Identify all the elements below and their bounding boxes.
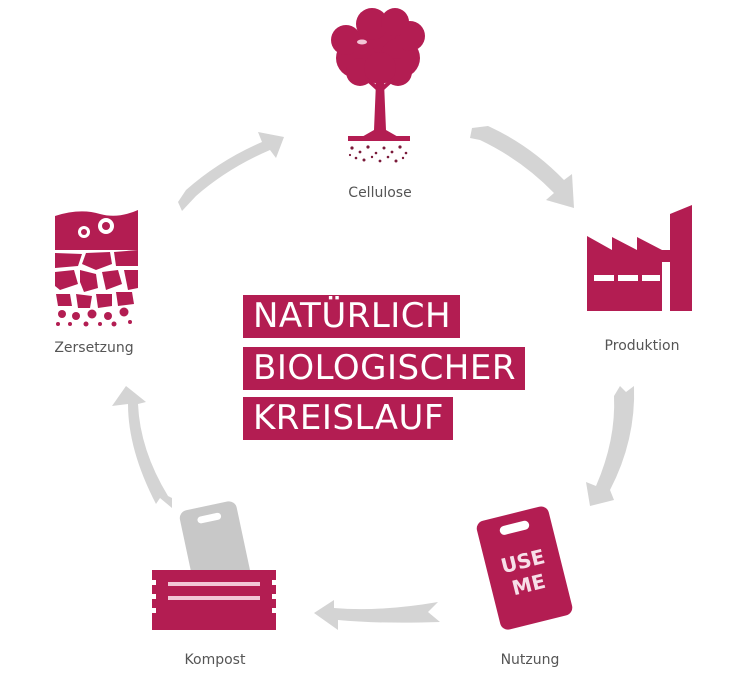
stage-label-cellulose: Cellulose (348, 185, 412, 201)
stage-label-kompost: Kompost (184, 652, 246, 668)
decomposition-soil-icon (55, 210, 138, 327)
arrow-icon-produktion-to-nutzung (586, 386, 635, 506)
arrow-icon-cellulose-to-produktion (470, 126, 574, 208)
title-line-1: NATÜRLICH (243, 295, 461, 338)
stage-label-zersetzung: Zersetzung (54, 340, 134, 356)
arrow-icon-kompost-to-zersetzung (112, 386, 172, 508)
title-line-3: KREISLAUF (243, 397, 453, 440)
arrow-icon-zersetzung-to-cellulose (178, 132, 284, 211)
tree-icon (331, 8, 425, 163)
stage-label-nutzung: Nutzung (500, 652, 560, 668)
factory-icon (587, 205, 692, 311)
arrow-icon-nutzung-to-kompost (314, 600, 440, 630)
cycle-arrows (112, 126, 635, 630)
stage-label-produktion: Produktion (604, 338, 680, 354)
cutting-board-icon: USE ME (476, 506, 573, 630)
title-line-2: BIOLOGISCHER (243, 347, 525, 390)
compost-crate-icon (152, 501, 276, 630)
